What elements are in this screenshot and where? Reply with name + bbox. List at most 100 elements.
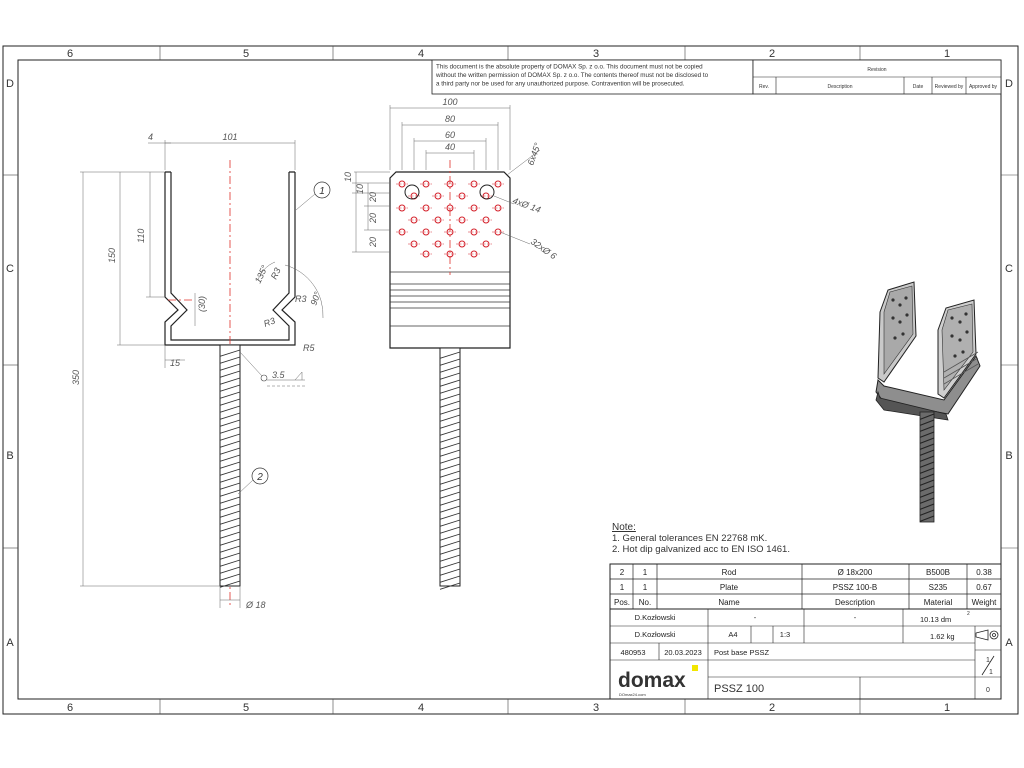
thread-rib xyxy=(439,512,461,520)
rod-thread-side xyxy=(219,349,241,588)
balloon-label: 2 xyxy=(256,472,263,483)
dim-angle-90: 90° xyxy=(308,290,322,307)
designer: D.Kozłowski xyxy=(635,613,676,622)
thread-rib xyxy=(219,405,241,413)
thread-rib xyxy=(439,435,461,443)
dim-110: 110 xyxy=(136,229,146,243)
thread-rib xyxy=(219,391,241,399)
iso-hole xyxy=(898,303,902,307)
revision-header: Approved by xyxy=(969,84,998,90)
thread-rib xyxy=(219,538,241,546)
large-hole xyxy=(404,184,420,200)
thread-rib xyxy=(919,497,935,504)
thread-rib xyxy=(919,443,935,450)
dim-holes-small: 32xØ 6 xyxy=(529,236,559,261)
thread-rib xyxy=(219,489,241,497)
iso-holes xyxy=(891,296,969,358)
col-label: 5 xyxy=(243,48,249,60)
thread-rib xyxy=(439,498,461,506)
thread-rib xyxy=(439,519,461,527)
paper-size: A4 xyxy=(728,630,737,639)
revision-title: Revision xyxy=(867,67,886,73)
large-hole xyxy=(479,184,495,200)
thread-rib xyxy=(439,547,461,555)
thread-rib xyxy=(439,393,461,401)
thread-rib xyxy=(219,552,241,560)
notes-title: Note: xyxy=(612,522,636,533)
copyright-line: without the written permission of DOMAX … xyxy=(435,72,709,79)
thread-rib xyxy=(439,386,461,394)
thread-rib xyxy=(439,575,461,583)
iso-hole xyxy=(893,336,897,340)
thread-rib xyxy=(439,505,461,513)
col-label: 2 xyxy=(769,48,775,60)
area: 10.13 dm xyxy=(920,615,951,624)
parts-cell: B500B xyxy=(926,568,950,577)
thread-rib xyxy=(219,454,241,462)
thread-rib xyxy=(219,566,241,574)
thread-rib xyxy=(919,491,935,498)
thread-rib xyxy=(919,467,935,474)
thread-rib xyxy=(439,407,461,415)
thread-rib xyxy=(439,449,461,457)
thread-rib xyxy=(439,421,461,429)
row-label: D xyxy=(6,78,14,90)
thread-rib xyxy=(919,431,935,438)
dim-100: 100 xyxy=(442,97,457,107)
dim-20c: 20 xyxy=(368,237,378,248)
drawing-number: 480953 xyxy=(620,648,645,657)
projection-symbol-icon xyxy=(975,629,999,641)
dim-r3-a: R3 xyxy=(269,266,283,281)
iso-hole xyxy=(950,334,954,338)
revision-number: 0 xyxy=(986,687,990,694)
thread-rib xyxy=(219,356,241,364)
thread-rib xyxy=(219,363,241,371)
dim-r3-c: R3 xyxy=(262,316,276,329)
col-label: 3 xyxy=(593,702,599,714)
dim-10: 10 xyxy=(343,172,353,182)
iso-hole xyxy=(961,350,965,354)
sheet-number: 1 xyxy=(986,657,990,664)
parts-cell: 1 xyxy=(643,583,648,592)
dim-weld: 3.5 xyxy=(272,370,286,380)
dim-15: 15 xyxy=(170,358,181,368)
thread-rib xyxy=(439,414,461,422)
thread-rib xyxy=(439,456,461,464)
dim-60: 60 xyxy=(445,130,455,140)
part-name: PSSZ 100 xyxy=(714,683,764,695)
col-label: 6 xyxy=(67,702,73,714)
front-view: 100 80 60 40 6x45° 10 10 20 20 20 4xØ 14… xyxy=(343,97,559,590)
thread-rib xyxy=(219,426,241,434)
dim-r3-b: R3 xyxy=(295,294,307,304)
thread-rib xyxy=(439,428,461,436)
thread-rib xyxy=(919,503,935,510)
thread-rib xyxy=(219,419,241,427)
thread-rib xyxy=(439,533,461,541)
dash-field: - xyxy=(754,613,757,622)
parts-cell: 0.38 xyxy=(976,568,992,577)
iso-hole xyxy=(901,332,905,336)
thread-rib xyxy=(439,561,461,569)
thread-rib xyxy=(219,475,241,483)
thread-rib xyxy=(219,580,241,588)
dim-r5: R5 xyxy=(303,343,315,353)
thread-rib xyxy=(219,433,241,441)
thread-rib xyxy=(439,526,461,534)
checker: D.Kozłowski xyxy=(635,630,676,639)
sheet-total: 1 xyxy=(989,669,993,676)
col-label: 4 xyxy=(418,48,424,60)
thread-rib xyxy=(219,384,241,392)
parts-cell: S235 xyxy=(929,583,948,592)
note-item: 2. Hot dip galvanized acc to EN ISO 1461… xyxy=(612,544,790,555)
iso-hole xyxy=(964,312,968,316)
thread-rib xyxy=(919,419,935,426)
drawing-title: Post base PSSZ xyxy=(714,648,769,657)
parts-cell: 2 xyxy=(620,568,625,577)
column-labels-bottom: 6 5 4 3 2 1 xyxy=(67,702,950,714)
parts-cell: Rod xyxy=(722,568,737,577)
mass: 1.62 kg xyxy=(930,632,955,641)
parts-header: No. xyxy=(639,598,651,607)
col-label: 4 xyxy=(418,702,424,714)
note-item: 1. General tolerances EN 22768 mK. xyxy=(612,533,767,544)
parts-header: Pos. xyxy=(614,598,630,607)
